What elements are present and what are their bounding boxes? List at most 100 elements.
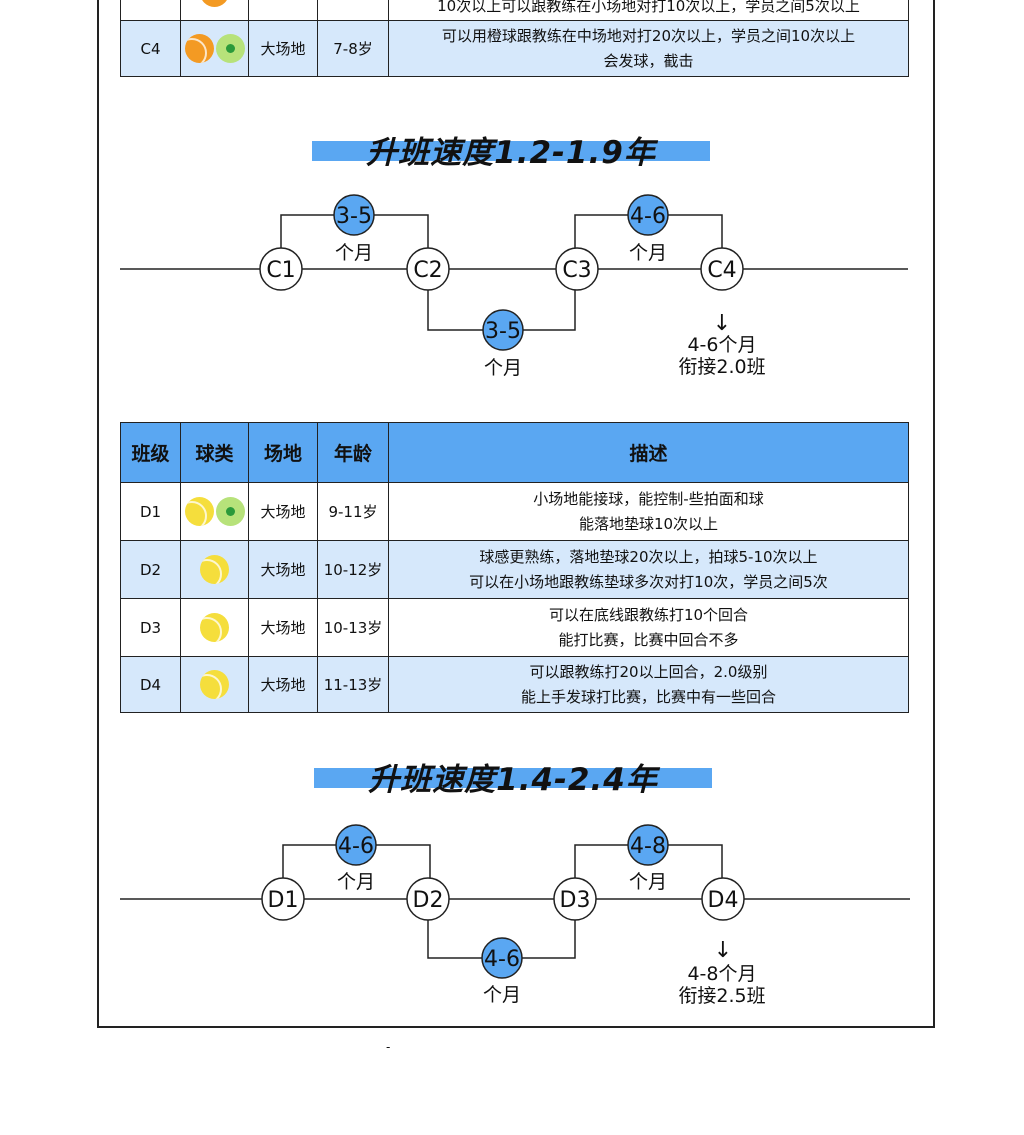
level-cell: D4 [120, 656, 181, 713]
yellow-ball-icon [200, 555, 229, 584]
month-label: 个月 [629, 242, 667, 264]
ball-cell [180, 482, 249, 541]
desc-cell: 球感更熟练，落地垫球20次以上，拍球5-10次以上 可以在小场地跟教练垫球多次对… [388, 540, 909, 599]
node-label: C4 [707, 258, 736, 283]
yellow-ball-icon [200, 613, 229, 642]
badge-label: 3-5 [336, 204, 372, 229]
place-cell: 大场地 [248, 656, 318, 713]
duration-badge: 4-6 [335, 824, 377, 866]
section-banner: 升班速度1.2-1.9年 [312, 135, 710, 171]
table-row: D3 大场地 10-13岁 可以在底线跟教练打10个回合 能打比赛，比赛中回合不… [120, 598, 909, 657]
badge-label: 4-8 [630, 834, 666, 859]
section-title: 升班速度1.2-1.9年 [366, 135, 656, 171]
node-label: D3 [560, 888, 591, 913]
yellow-ball-icon [184, 497, 214, 526]
header-place: 场地 [248, 422, 318, 483]
node-label: C1 [266, 258, 295, 283]
desc-line: 10次以上可以跟教练在小场地对打10次以上，学员之间5次以上 [437, 0, 860, 15]
desc-line: 会发球，截击 [603, 51, 694, 70]
age-cell: 9-11岁 [317, 482, 389, 541]
month-label: 个月 [337, 871, 375, 893]
desc-line: 小场地能接球，能控制-些拍面和球 [533, 489, 764, 508]
badge-label: 4-6 [630, 204, 666, 229]
level-cell: C4 [120, 20, 181, 77]
duration-badge: 3-5 [333, 194, 375, 236]
page-frame [97, 0, 935, 1028]
desc-cell: 可以跟教练打20以上回合，2.0级别 能上手发球打比赛，比赛中有一些回合 [388, 656, 909, 713]
node-label: D4 [708, 888, 739, 913]
node-d3: D3 [553, 877, 597, 921]
desc-cell: 10次以上可以跟教练在小场地对打10次以上，学员之间5次以上 [388, 0, 909, 21]
badge-label: 4-6 [484, 947, 520, 972]
d-level-table: 班级 球类 场地 年龄 描述 D1 大场地 9-11岁 小场地能接球，能控制-些… [120, 422, 909, 713]
duration-badge: 4-6 [481, 937, 523, 979]
node-label: D2 [413, 888, 444, 913]
badge-label: 4-6 [338, 834, 374, 859]
orange-ball-icon [184, 34, 214, 63]
header-desc: 描述 [388, 422, 909, 483]
ball-cell [180, 540, 249, 599]
month-label: 个月 [629, 871, 667, 893]
header-ball: 球类 [180, 422, 249, 483]
node-d2: D2 [406, 877, 450, 921]
next-duration: 4-6个月 [687, 334, 756, 356]
badge-label: 3-5 [485, 319, 521, 344]
node-label: D1 [268, 888, 299, 913]
node-label: C3 [562, 258, 591, 283]
table-row: 10次以上可以跟教练在小场地对打10次以上，学员之间5次以上 [120, 0, 909, 21]
table-row: D4 大场地 11-13岁 可以跟教练打20以上回合，2.0级别 能上手发球打比… [120, 656, 909, 713]
age-cell: 10-12岁 [317, 540, 389, 599]
desc-line: 可以在底线跟教练打10个回合 [548, 605, 749, 624]
section-banner: 升班速度1.4-2.4年 [314, 762, 712, 798]
green-ball-icon [215, 34, 245, 63]
desc-cell: 可以用橙球跟教练在中场地对打20次以上，学员之间10次以上 会发球，截击 [388, 20, 909, 77]
node-d1: D1 [261, 877, 305, 921]
table-header-row: 班级 球类 场地 年龄 描述 [120, 422, 909, 483]
node-c4: C4 [700, 247, 744, 291]
month-label: 个月 [335, 242, 373, 264]
ball-cell [180, 598, 249, 657]
desc-line: 可以在小场地跟教练垫球多次对打10次，学员之间5次 [469, 572, 828, 591]
duration-badge: 3-5 [482, 309, 524, 351]
table-row: D2 大场地 10-12岁 球感更熟练，落地垫球20次以上，拍球5-10次以上 … [120, 540, 909, 599]
desc-line: 可以用橙球跟教练在中场地对打20次以上，学员之间10次以上 [441, 26, 856, 45]
footer-mark: - [386, 1040, 391, 1054]
header-age: 年龄 [317, 422, 389, 483]
down-arrow-icon: ↓ [714, 938, 732, 963]
orange-ball-icon [200, 0, 229, 7]
desc-line: 能打比赛，比赛中回合不多 [558, 630, 739, 649]
ball-cell [180, 20, 249, 77]
yellow-ball-icon [200, 670, 229, 699]
ball-cell [180, 656, 249, 713]
node-c2: C2 [406, 247, 450, 291]
table-row: C4 大场地 7-8岁 可以用橙球跟教练在中场地对打20次以上，学员之间10次以… [120, 20, 909, 77]
desc-line: 球感更熟练，落地垫球20次以上，拍球5-10次以上 [479, 547, 818, 566]
next-class: 衔接2.0班 [678, 356, 765, 378]
desc-cell: 可以在底线跟教练打10个回合 能打比赛，比赛中回合不多 [388, 598, 909, 657]
desc-line: 能上手发球打比赛，比赛中有一些回合 [520, 687, 776, 706]
age-cell: 10-13岁 [317, 598, 389, 657]
month-label: 个月 [484, 357, 522, 379]
age-cell: 11-13岁 [317, 656, 389, 713]
header-level: 班级 [120, 422, 181, 483]
c-level-table: 10次以上可以跟教练在小场地对打10次以上，学员之间5次以上 C4 大场地 7-… [120, 0, 909, 77]
duration-badge: 4-6 [627, 194, 669, 236]
place-cell: 大场地 [248, 598, 318, 657]
next-duration: 4-8个月 [687, 963, 756, 985]
next-class: 衔接2.5班 [678, 985, 765, 1007]
section-title: 升班速度1.4-2.4年 [368, 762, 658, 798]
level-cell: D3 [120, 598, 181, 657]
duration-badge: 4-8 [627, 824, 669, 866]
table-row: D1 大场地 9-11岁 小场地能接球，能控制-些拍面和球 能落地垫球10次以上 [120, 482, 909, 541]
desc-line: 能落地垫球10次以上 [578, 514, 719, 533]
down-arrow-icon: ↓ [713, 311, 731, 336]
desc-cell: 小场地能接球，能控制-些拍面和球 能落地垫球10次以上 [388, 482, 909, 541]
node-c3: C3 [555, 247, 599, 291]
level-cell: D1 [120, 482, 181, 541]
node-label: C2 [413, 258, 442, 283]
node-c1: C1 [259, 247, 303, 291]
place-cell: 大场地 [248, 482, 318, 541]
month-label: 个月 [483, 984, 521, 1006]
level-cell: D2 [120, 540, 181, 599]
